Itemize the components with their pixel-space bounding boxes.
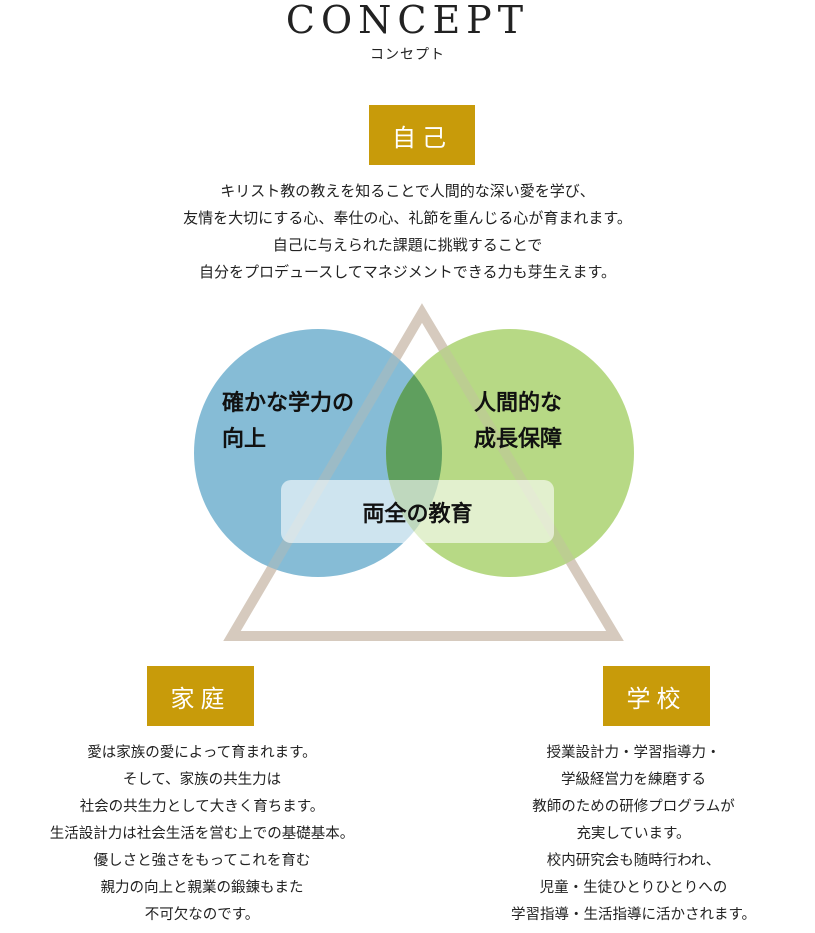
self-line: キリスト教の教えを知ることで人間的な深い愛を学び、 bbox=[220, 182, 595, 200]
badge-self: 自己 bbox=[369, 105, 475, 165]
center-label: 両全の教育 bbox=[362, 501, 473, 527]
left-circle-line: 確かな学力の bbox=[222, 391, 355, 416]
center-box: 両全の教育 bbox=[281, 480, 554, 543]
badge-school: 学校 bbox=[603, 666, 710, 726]
school-line: 児童・生徒ひとりひとりへの bbox=[539, 880, 728, 896]
family-line: 生活設計力は社会生活を営む上での基礎基本。 bbox=[49, 826, 355, 842]
school-line: 教師のための研修プログラムが bbox=[532, 799, 735, 815]
right-circle-label: 人間的な 成長保障 bbox=[474, 386, 562, 458]
self-line: 自分をプロデュースしてマネジメントできる力も芽生えます。 bbox=[198, 263, 616, 281]
school-line: 学級経営力を練磨する bbox=[561, 772, 706, 788]
family-line: そして、家族の共生力は bbox=[122, 772, 282, 788]
badge-family: 家庭 bbox=[147, 666, 254, 726]
school-line: 充実しています。 bbox=[576, 826, 691, 842]
family-description: 愛は家族の愛によって育まれます。 そして、家族の共生力は 社会の共生力として大き… bbox=[0, 740, 404, 929]
self-description: キリスト教の教えを知ることで人間的な深い愛を学び、 友情を大切にする心、奉仕の心… bbox=[0, 178, 815, 286]
family-line: 優しさと強さをもってこれを育む bbox=[93, 853, 311, 869]
page-title: CONCEPT bbox=[285, 0, 530, 42]
left-circle-line: 向上 bbox=[222, 427, 267, 452]
family-line: 社会の共生力として大きく育ちます。 bbox=[79, 799, 325, 815]
left-circle-label: 確かな学力の 向上 bbox=[222, 386, 354, 458]
triangle-overlay bbox=[223, 303, 624, 641]
family-line: 不可欠なのです。 bbox=[144, 907, 260, 923]
page-subtitle: コンセプト bbox=[370, 47, 445, 63]
self-line: 友情を大切にする心、奉仕の心、礼節を重んじる心が育まれます。 bbox=[183, 209, 632, 227]
family-line: 親力の向上と親業の鍛錬もまた bbox=[100, 880, 304, 896]
school-description: 授業設計力・学習指導力・ 学級経営力を練磨する 教師のための研修プログラムが 充… bbox=[452, 740, 815, 929]
right-circle-line: 人間的な bbox=[474, 391, 563, 416]
self-line: 自己に与えられた課題に挑戦することで bbox=[272, 236, 543, 254]
right-circle-line: 成長保障 bbox=[474, 427, 563, 452]
school-line: 授業設計力・学習指導力・ bbox=[546, 745, 721, 761]
school-line: 学習指導・生活指導に活かされます。 bbox=[510, 907, 757, 923]
family-line: 愛は家族の愛によって育まれます。 bbox=[87, 745, 317, 761]
school-line: 校内研究会も随時行われ、 bbox=[546, 853, 721, 869]
